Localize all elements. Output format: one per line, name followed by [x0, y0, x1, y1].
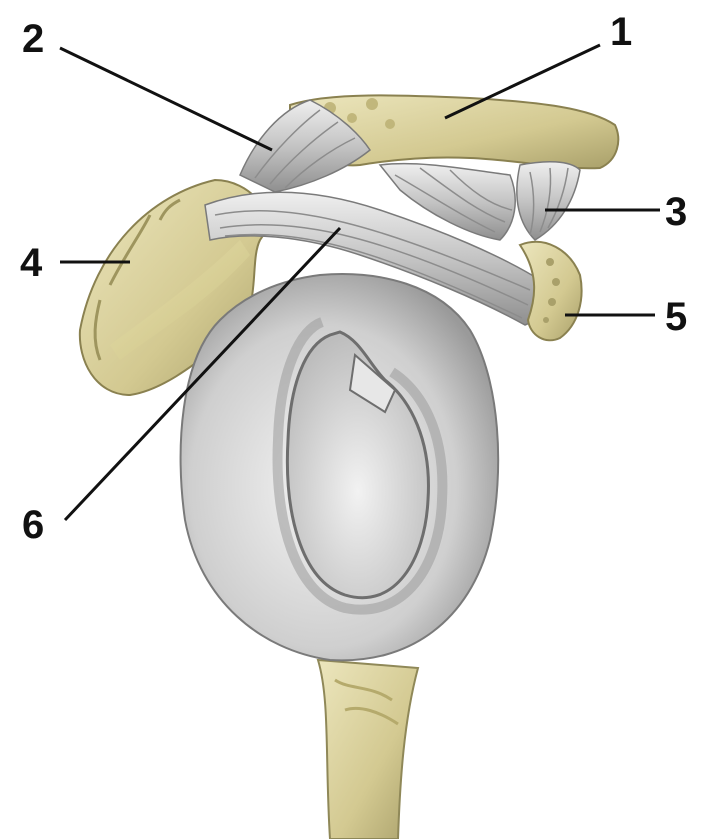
callout-label-2: 2	[22, 17, 44, 61]
leader-line-2	[60, 48, 272, 150]
callout-label-5: 5	[665, 295, 687, 339]
callout-label-4: 4	[20, 241, 43, 285]
callout-label-3: 3	[665, 190, 687, 234]
callout-label-1: 1	[610, 10, 632, 54]
scapula-neck	[318, 660, 418, 839]
callout-label-6: 6	[22, 503, 44, 547]
